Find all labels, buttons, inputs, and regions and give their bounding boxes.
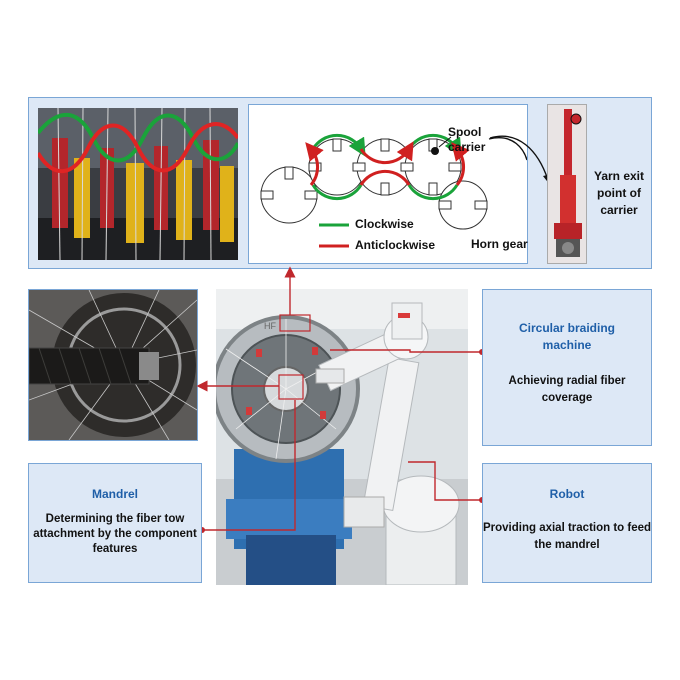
yarn-exit-label: Yarn exit point of carrier	[593, 169, 645, 217]
braiding-robot-photo: HF	[216, 289, 468, 585]
carrier-photo	[547, 104, 587, 264]
horn-gear-label: Horn gear	[471, 237, 528, 251]
mandrel-title: Mandrel	[91, 487, 138, 501]
spool-carrier-dot	[431, 147, 439, 155]
legend-anticlockwise-label: Anticlockwise	[355, 238, 436, 252]
red-carriers	[52, 138, 219, 230]
machine-brand-text: HF	[264, 321, 276, 331]
red-helix-path	[38, 122, 238, 174]
horn-gear-schematic	[248, 104, 528, 264]
robot-description: Providing axial traction to feed the man…	[482, 522, 652, 551]
mandrel-highlight-box	[278, 374, 304, 400]
robot-title: Robot	[549, 487, 585, 501]
mandrel-panel	[28, 463, 202, 583]
green-helix-path	[38, 112, 238, 163]
circular-braiding-panel	[482, 289, 652, 446]
mandrel-closeup-photo	[28, 289, 198, 441]
carrier-closeup-photo	[38, 108, 238, 260]
robot-panel	[482, 463, 652, 583]
legend-clockwise-label: Clockwise	[355, 217, 414, 231]
ring-highlight-box	[279, 314, 311, 332]
circular-braiding-title: Circular braiding machine	[518, 321, 616, 352]
circular-braiding-description: Achieving radial fiber coverage	[508, 375, 626, 404]
mandrel-description: Determining the fiber tow attachment by …	[33, 513, 197, 555]
spool-carrier-label: Spool carrier	[448, 125, 486, 154]
